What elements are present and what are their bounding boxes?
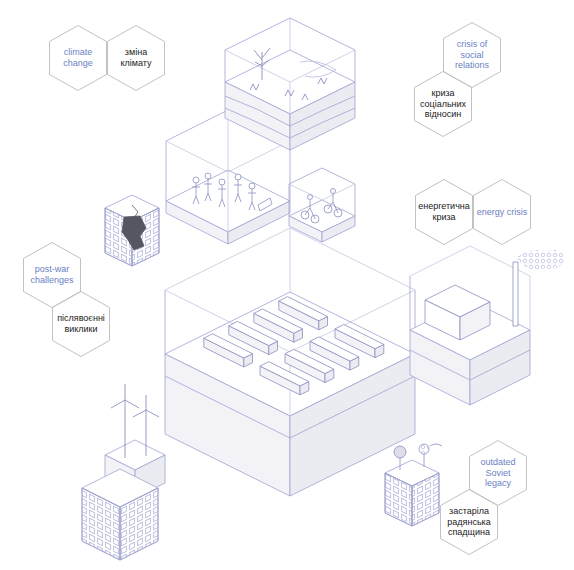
hexagon-text-area: зміна клімату [110, 33, 162, 83]
hexagon-text-area: energy crisis [476, 187, 528, 237]
hexagon-text: криза соціальних відносин [417, 88, 469, 120]
hexagon-text: застаріла радянська спадщина [443, 506, 495, 538]
city-block [229, 321, 278, 345]
hexagon-label: криза соціальних відносин [414, 71, 472, 137]
city-block [254, 309, 303, 333]
hexagon-text-area: climate change [52, 33, 104, 83]
hexagon-text: outdated Soviet legacy [472, 457, 524, 489]
city-block [335, 325, 384, 349]
hexagon-label: climate change [49, 25, 107, 91]
hexagon-label: crisis of social relations [443, 22, 501, 88]
city-block [204, 334, 253, 358]
hexagon-text: climate change [52, 47, 104, 69]
hexagon-text-area: післявоєнні виклики [55, 299, 107, 349]
hexagon-text: crisis of social relations [446, 39, 498, 71]
city-block [310, 337, 359, 361]
hexagon-text-area: енергетична криза [418, 187, 470, 237]
hexagon-label: післявоєнні виклики [52, 291, 110, 357]
hexagon-text-area: застаріла радянська спадщина [443, 497, 495, 547]
hexagon-text: енергетична криза [418, 201, 470, 223]
hexagon-text-area: outdated Soviet legacy [472, 448, 524, 498]
hexagon-label: outdated Soviet legacy [469, 440, 527, 506]
city-block [285, 349, 334, 373]
hexagon-text: зміна клімату [110, 47, 162, 69]
hexagon-label: energy crisis [473, 179, 531, 245]
hexagon-text: post-war challenges [26, 264, 78, 286]
city-block [279, 297, 328, 321]
hexagon-label: застаріла радянська спадщина [440, 489, 498, 555]
hexagon-text-area: crisis of social relations [446, 30, 498, 80]
hexagon-text: energy crisis [477, 207, 528, 218]
hexagon-text-area: post-war challenges [26, 250, 78, 300]
hexagon-label: енергетична криза [415, 179, 473, 245]
city-block [260, 362, 309, 386]
hexagon-label: post-war challenges [23, 242, 81, 308]
hexagon-text: післявоєнні виклики [55, 313, 107, 335]
hexagon-text-area: криза соціальних відносин [417, 79, 469, 129]
hexagon-label: зміна клімату [107, 25, 165, 91]
